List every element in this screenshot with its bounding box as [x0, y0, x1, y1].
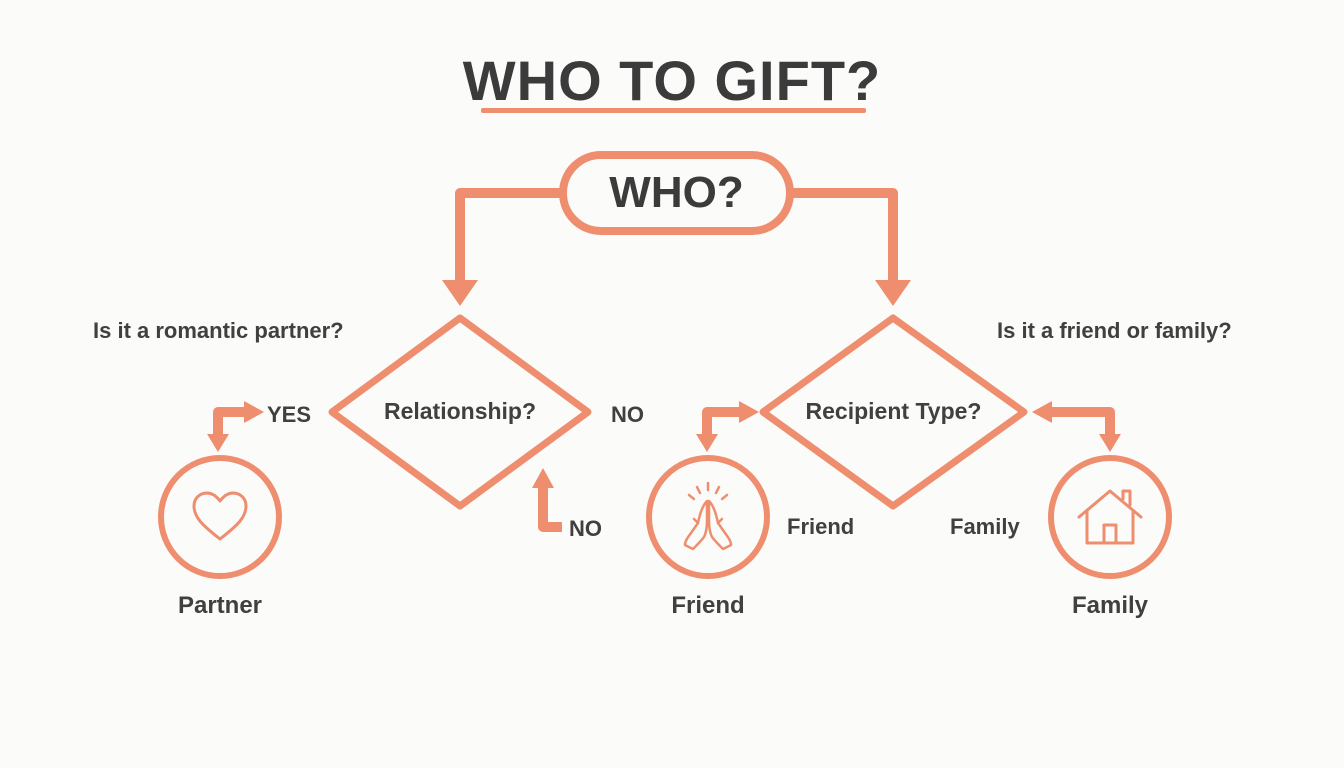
connector-to-family: [1050, 407, 1115, 436]
family-label: Family: [1071, 592, 1149, 619]
arrowhead-to-partner: [207, 434, 229, 452]
connector-no-loop: [538, 486, 562, 532]
connector-yes-to-partner: [213, 407, 245, 436]
right-question: Is it a friend or family?: [997, 318, 1232, 343]
friend-node: [646, 455, 770, 579]
connector-root-to-relationship: [455, 188, 563, 282]
root-node: WHO?: [559, 151, 794, 235]
no-branch-label: NO: [611, 402, 644, 427]
yes-branch-label: YES: [267, 402, 312, 427]
house-icon: [1077, 489, 1143, 545]
arrowhead-friend-right: [739, 401, 759, 423]
arrowhead-to-friend: [696, 434, 718, 452]
relationship-diamond: [328, 314, 592, 510]
arrowhead-yes-right: [244, 401, 264, 423]
connector-to-friend: [702, 407, 740, 436]
title-underline: [481, 108, 866, 113]
partner-node: [158, 455, 282, 579]
partner-label: Partner: [177, 592, 263, 619]
relationship-decision-label: Relationship?: [383, 398, 537, 424]
arrowhead-no-up: [532, 468, 554, 488]
family-node: [1048, 455, 1172, 579]
page-title: WHO TO GIFT?: [462, 49, 882, 112]
arrowhead-family-left: [1032, 401, 1052, 423]
left-question: Is it a romantic partner?: [93, 318, 344, 343]
arrowhead-to-recipient-type: [875, 280, 911, 306]
heart-icon: [192, 491, 248, 541]
no-branch-label-lower: NO: [569, 516, 602, 541]
connector-root-to-recipient-type: [790, 188, 898, 282]
praying-hands-icon: [683, 481, 733, 551]
root-node-label: WHO?: [609, 168, 744, 217]
family-branch-label: Family: [950, 514, 1020, 539]
arrowhead-to-relationship: [442, 280, 478, 306]
friend-label: Friend: [671, 592, 745, 619]
friend-branch-label: Friend: [787, 514, 855, 539]
recipient-type-decision-label: Recipient Type?: [805, 398, 982, 424]
arrowhead-to-family: [1099, 434, 1121, 452]
recipient-type-diamond: [759, 314, 1028, 510]
